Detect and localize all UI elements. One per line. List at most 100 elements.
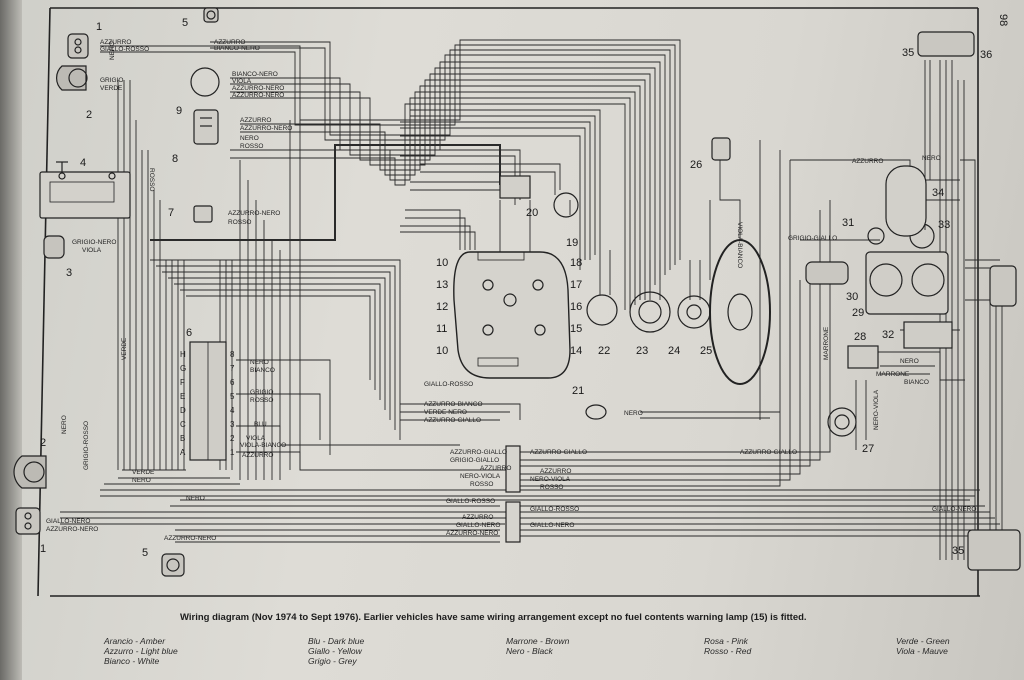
legend-entry: Bianco - White xyxy=(104,656,160,666)
legend-column-3: Marrone - Brown Nero - Black xyxy=(506,636,569,656)
num-1-top: 1 xyxy=(96,21,102,33)
wire-label: AZZURRO xyxy=(852,158,883,165)
wire-label: GRIGIO xyxy=(250,389,273,396)
wire-label: ROSSO xyxy=(540,484,563,491)
wire-label: GRIGIO-NERO xyxy=(72,239,116,246)
wire-label: AZZURRO-GIALLO xyxy=(424,417,481,424)
wire-label: VIOLA-BIANCO xyxy=(736,222,743,268)
fuse-letter-g: G xyxy=(180,364,186,373)
wire-label: AZZURRO-NERO xyxy=(446,530,498,537)
wire-label: NERO-VIOLA xyxy=(530,476,571,483)
wire-label: AZZURRO-GIALLO xyxy=(740,449,797,456)
page-number: 98 xyxy=(997,14,1009,26)
wire-label: NERO xyxy=(109,41,116,60)
num-14: 14 xyxy=(570,345,582,357)
num-3: 3 xyxy=(66,267,72,279)
wire-label: ROSSO xyxy=(470,481,493,488)
component-3 xyxy=(43,235,65,259)
fuse-num-8: 8 xyxy=(230,350,235,359)
wire-label: NERO xyxy=(922,155,941,162)
components xyxy=(13,7,1021,577)
wire-label: MARRONE xyxy=(823,326,830,360)
wire-label: GIALLO-NERO xyxy=(456,522,500,529)
fuse-letter-b: B xyxy=(180,434,185,443)
num-21: 21 xyxy=(572,385,584,397)
instrument-panel xyxy=(453,251,571,379)
component-23 xyxy=(629,291,671,333)
wire-label: NERO xyxy=(900,358,919,365)
component-30 xyxy=(805,261,849,285)
component-34 xyxy=(885,165,927,237)
wire-label: AZZURRO-GIALLO xyxy=(530,449,587,456)
num-36: 36 xyxy=(980,49,992,61)
legend-entry: Verde - Green xyxy=(896,636,950,646)
wire-label: AZZURRO-NERO xyxy=(240,125,292,132)
component-1-bottom xyxy=(15,507,41,535)
wire-label: GRIGIO xyxy=(100,77,123,84)
component-4-battery xyxy=(39,161,131,219)
num-27: 27 xyxy=(862,443,874,455)
num-1-bottom: 1 xyxy=(40,543,46,555)
num-2-top: 2 xyxy=(86,109,92,121)
num-25: 25 xyxy=(700,345,712,357)
wire-label: AZZURRO xyxy=(540,468,571,475)
wire-label: NERO xyxy=(250,359,269,366)
component-5-top xyxy=(203,7,219,23)
component-28 xyxy=(847,345,879,369)
fuse-letter-h: H xyxy=(180,350,186,359)
wire-label: GIALLO-NERO xyxy=(530,522,574,529)
num-5-top: 5 xyxy=(182,17,188,29)
wire-harness xyxy=(60,39,1003,560)
legend-entry: Marrone - Brown xyxy=(506,636,570,646)
num-16: 16 xyxy=(570,301,582,313)
fuse-num-1: 1 xyxy=(230,448,235,457)
component-27 xyxy=(827,407,857,437)
wire-label: VERDE NERO xyxy=(424,409,467,416)
wire-label: MARRONE xyxy=(876,371,910,378)
component-2-top xyxy=(56,65,88,91)
fuse-num-7: 7 xyxy=(230,364,235,373)
component-right-lamp xyxy=(989,265,1017,307)
num-33: 33 xyxy=(938,219,950,231)
wire-label: NERO xyxy=(240,135,259,142)
wire-label: NERO-VIOLA xyxy=(460,473,501,480)
connector-block-b xyxy=(505,501,521,543)
num-20: 20 xyxy=(526,207,538,219)
component-7 xyxy=(193,205,213,223)
num-7: 7 xyxy=(168,207,174,219)
component-9 xyxy=(190,67,220,97)
wire-label: ROSSO xyxy=(228,219,251,226)
component-numbers: 1 2 3 4 5 6 7 8 9 10 11 12 13 14 15 16 1… xyxy=(40,17,992,559)
connector-block-a xyxy=(505,445,521,493)
legend-column-1: Arancio - Amber Azzurro - Light blue Bia… xyxy=(104,636,178,666)
num-28: 28 xyxy=(854,331,866,343)
legend-column-2: Blu - Dark blue Giallo - Yellow Grigio -… xyxy=(308,636,364,666)
wire-label: GIALLO-NERO xyxy=(46,518,90,525)
component-22 xyxy=(586,294,618,326)
wire-label: NERO-VIOLA xyxy=(873,389,880,430)
component-24 xyxy=(677,295,711,329)
wire-label: AZZURRO xyxy=(100,39,131,46)
fuse-letter-d: D xyxy=(180,406,186,415)
legend-entry: Azzurro - Light blue xyxy=(104,646,178,656)
num-4: 4 xyxy=(80,157,86,169)
fuse-letter-f: F xyxy=(180,378,185,387)
num-12: 12 xyxy=(436,301,448,313)
legend-entry: Blu - Dark blue xyxy=(308,636,365,646)
num-9: 9 xyxy=(176,105,182,117)
wire-label: VIOLA xyxy=(246,435,266,442)
num-19: 19 xyxy=(566,237,578,249)
legend-column-4: Rosa - Pink Rosso - Red xyxy=(704,636,751,656)
wire-label: VIOLA-BIANCO xyxy=(240,442,286,449)
num-32: 32 xyxy=(882,329,894,341)
legend-entry: Grigio - Grey xyxy=(308,656,357,666)
wire-label: AZZURRO-NERO xyxy=(46,526,98,533)
wire-label: AZZURRO xyxy=(480,465,511,472)
fuse-letter-c: C xyxy=(180,420,186,429)
fuse-num-5: 5 xyxy=(230,392,235,401)
num-5-bottom: 5 xyxy=(142,547,148,559)
wire-label: GIALLO-ROSSO xyxy=(530,506,579,513)
wire-label: BIANCO-NERO xyxy=(232,71,278,78)
fuse-labels: H G F E D C B A 8 7 6 5 4 3 2 1 xyxy=(180,350,235,457)
num-26: 26 xyxy=(690,159,702,171)
